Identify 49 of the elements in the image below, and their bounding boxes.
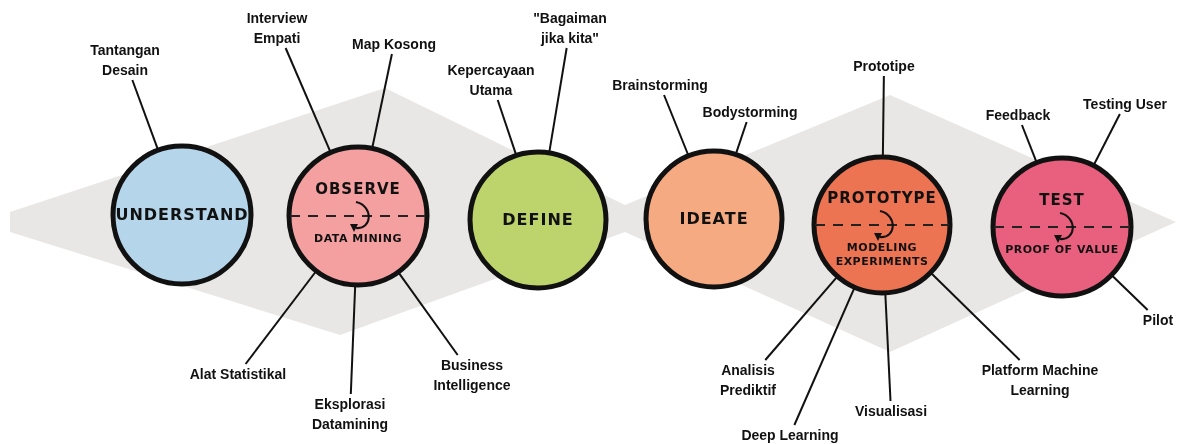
leader-line [764,276,838,361]
leader-line [397,271,459,356]
step-label: Alat Statistikal [189,365,287,384]
step-label: Platform Machine Learning [980,361,1100,400]
leader-line [244,270,317,365]
stage-title: UNDERSTAND [114,204,250,226]
step-label: Map Kosong [352,35,436,54]
leader-line [930,272,1021,361]
leader-line [371,53,393,149]
leader-line [735,121,748,155]
step-label: Deep Learning [741,426,839,444]
stage-circle [286,144,430,288]
stage-title: PROTOTYPE [826,188,938,209]
step-label: Bodystorming [702,103,798,122]
leader-line [548,47,568,153]
stage-title: IDEATE [678,208,750,230]
leader-line [496,99,518,156]
stage-circle [990,155,1134,299]
stage-circle [811,154,953,296]
stage-title: DEFINE [501,209,575,231]
step-label: "Bagaiman jika kita" [532,9,608,48]
leader-line [663,94,690,156]
stage-subtitle: PROOF OF VALUE [1004,243,1120,257]
stage-title: OBSERVE [314,179,402,200]
leader-line [1111,274,1149,311]
leader-line [1020,124,1038,163]
step-label: Business Intelligence [432,356,512,395]
step-label: Brainstorming [612,76,708,95]
leader-line [793,287,856,426]
leader-line [284,47,332,153]
step-label: Testing User [1083,95,1167,114]
stage-circle [643,148,785,290]
step-label: Visualisasi [854,402,928,421]
step-label: Tantangan Desain [89,41,161,80]
stage-subtitle: MODELING EXPERIMENTS [834,241,930,269]
step-label: Feedback [985,106,1051,125]
leader-line [881,75,885,157]
leader-line [1092,113,1121,166]
stage-circle [467,149,609,291]
step-label: Eksplorasi Datamining [310,395,390,434]
stage-circle [110,143,254,287]
step-label: Interview Empati [245,9,309,48]
leader-line [131,79,159,151]
step-label: Analisis Prediktif [719,361,777,400]
step-label: Prototipe [853,57,915,76]
step-label: Kepercayaan Utama [446,61,536,100]
step-label: Pilot [1142,311,1174,330]
stage-title: TEST [1038,190,1086,211]
stage-subtitle: DATA MINING [313,232,403,246]
